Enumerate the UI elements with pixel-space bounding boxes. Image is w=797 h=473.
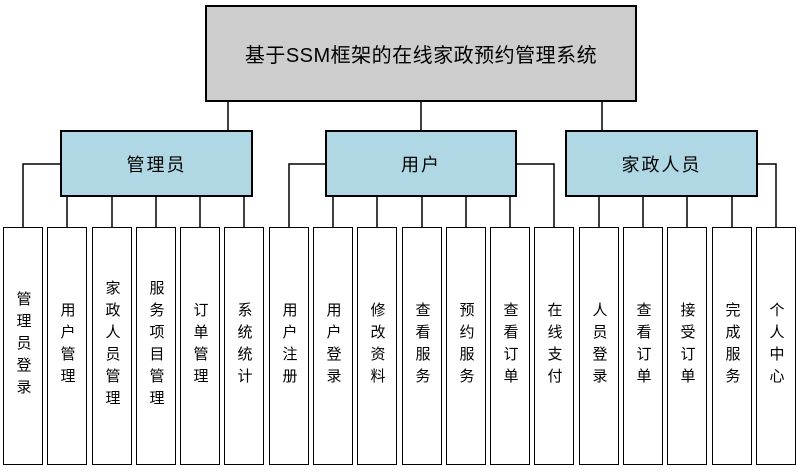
node-order-management: 订单管理 [180,227,220,465]
node-user-register-label: 用户注册 [280,302,298,390]
node-view-services-label: 查看服务 [413,302,431,390]
node-user-login: 用户登录 [313,227,353,465]
node-online-payment: 在线支付 [534,227,574,465]
node-edit-profile-label: 修改资料 [368,302,386,390]
node-complete-service: 完成服务 [712,227,752,465]
group-label-user: 用户 [401,154,441,175]
node-accept-orders: 接受订单 [667,227,707,465]
group-node-admin: 管理员 [60,130,253,197]
system-title-label: 基于SSM框架的在线家政预约管理系统 [244,45,598,67]
node-system-statistics: 系统统计 [224,227,264,465]
node-user-management: 用户管理 [47,227,87,465]
node-system-statistics-label: 系统统计 [235,302,253,390]
group-label-staff: 家政人员 [621,154,702,175]
node-staff-login: 人员登录 [579,227,619,465]
node-staff-management: 家政人员管理 [92,227,132,465]
node-user-login-label: 用户登录 [324,302,342,390]
node-user-register: 用户注册 [269,227,309,465]
node-book-service: 预约服务 [446,227,486,465]
system-title-node: 基于SSM框架的在线家政预约管理系统 [205,5,637,102]
group-node-staff: 家政人员 [565,130,758,197]
node-edit-profile: 修改资料 [357,227,397,465]
node-view-orders-staff-label: 查看订单 [634,302,652,390]
node-staff-management-label: 家政人员管理 [103,280,121,412]
node-personal-center-label: 个人中心 [767,302,785,390]
node-view-orders-staff: 查看订单 [623,227,663,465]
node-accept-orders-label: 接受订单 [678,302,696,390]
node-book-service-label: 预约服务 [457,302,475,390]
node-service-item-management-label: 服务项目管理 [147,280,165,412]
group-node-user: 用户 [325,130,517,197]
node-view-services: 查看服务 [402,227,442,465]
node-view-orders-user: 查看订单 [490,227,530,465]
node-staff-login-label: 人员登录 [590,302,608,390]
node-personal-center: 个人中心 [756,227,796,465]
node-user-management-label: 用户管理 [58,302,76,390]
node-order-management-label: 订单管理 [191,302,209,390]
node-view-orders-user-label: 查看订单 [501,302,519,390]
node-admin-login: 管理员登录 [3,227,43,465]
group-label-admin: 管理员 [126,154,187,175]
node-complete-service-label: 完成服务 [723,302,741,390]
node-online-payment-label: 在线支付 [545,302,563,390]
node-service-item-management: 服务项目管理 [136,227,176,465]
node-admin-login-label: 管理员登录 [14,291,32,401]
